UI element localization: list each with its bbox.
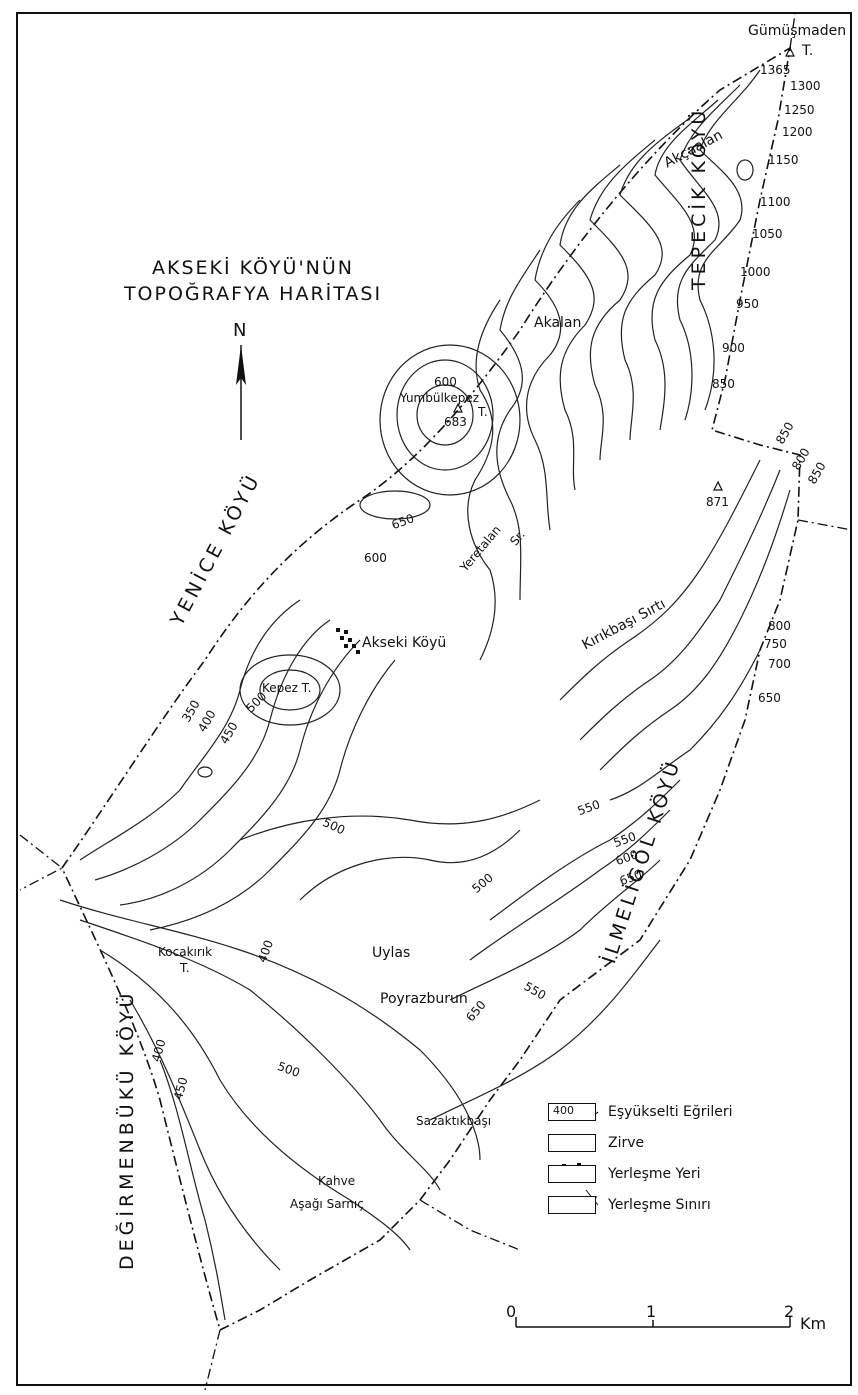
place-kocakirik-t: T. [180, 961, 190, 975]
scale-tick-1: 1 [646, 1302, 657, 1321]
summit-871: 871 [706, 495, 729, 509]
legend-box-settlement [548, 1165, 596, 1183]
boundary-south-2 [419, 1199, 521, 1251]
scale-unit: Km [800, 1314, 827, 1333]
contour-850-a: 850 [712, 377, 735, 391]
summit-markers [453, 46, 795, 491]
place-akseki: Akseki Köyü [362, 635, 447, 651]
summit-683: 683 [444, 415, 467, 429]
legend-text-settlement: Yerleşme Yeri [608, 1166, 701, 1182]
contour-1000: 1000 [740, 265, 771, 279]
legend-row-settlement: Yerleşme Yeri [548, 1162, 788, 1190]
boundary-ne [789, 13, 796, 49]
contour-750: 750 [764, 637, 787, 651]
place-kocakirik: Kocakırık [158, 945, 213, 959]
boundary-west [19, 834, 64, 891]
place-yumbulkepez-t: T. [478, 405, 488, 419]
contour-1150: 1150 [768, 153, 799, 167]
legend-text-boundary: Yerleşme Sınırı [608, 1197, 711, 1213]
contour-1200: 1200 [782, 125, 813, 139]
legend: 400 Eşyükselti Eğrileri Zirve Yerleşme Y… [548, 1100, 788, 1224]
boundary-south [204, 1329, 221, 1391]
contour-900: 900 [722, 341, 745, 355]
legend-contour-sample: 400 [553, 1104, 574, 1117]
north-arrow [236, 345, 246, 440]
contour-600-b: 600 [434, 375, 457, 389]
village-gumusmaden: Gümüşmaden [748, 23, 847, 39]
boundary-east [797, 519, 853, 531]
legend-row-summit: Zirve [548, 1131, 788, 1159]
contour-1100: 1100 [760, 195, 791, 209]
legend-box-contours: 400 [548, 1103, 596, 1121]
contour-1250: 1250 [784, 103, 815, 117]
contour-700: 700 [768, 657, 791, 671]
legend-box-boundary [548, 1196, 596, 1214]
place-poyrazburun: Poyrazburun [380, 991, 468, 1007]
contour-650-a: 650 [758, 691, 781, 705]
contour-800-b: 800 [768, 619, 791, 633]
place-sazaktikbasi: Sazaktıkbaşı [416, 1114, 492, 1128]
place-asagi-sarnic: Aşağı Sarnıç [290, 1197, 364, 1211]
map-title: AKSEKİ KÖYÜ'NÜN TOPOĞRAFYA HARİTASI [118, 255, 388, 307]
contour-1050: 1050 [752, 227, 783, 241]
title-line-1: AKSEKİ KÖYÜ'NÜN [151, 257, 355, 279]
contour-lines [59, 69, 791, 1321]
scale-tick-0: 0 [506, 1302, 517, 1321]
legend-text-summit: Zirve [608, 1135, 645, 1151]
summit-1365: 1365 [760, 63, 791, 77]
place-kahve: Kahve [318, 1174, 356, 1188]
legend-row-contours: 400 Eşyükselti Eğrileri [548, 1100, 788, 1128]
village-degirmenbuku: DEĞİRMENBÜKÜ KÖYÜ [116, 989, 138, 1270]
scale-bar [515, 1317, 791, 1328]
place-akalan: Akalan [534, 315, 582, 331]
village-gumusmaden-t: T. [802, 43, 814, 59]
place-kepez: Kepez T. [262, 681, 312, 695]
north-label: N [233, 320, 247, 341]
legend-text-contours: Eşyükselti Eğrileri [608, 1104, 733, 1120]
akseki-boundary [61, 46, 801, 1332]
contour-600-a: 600 [364, 551, 387, 565]
place-uylas: Uylas [372, 945, 411, 961]
contour-950: 950 [736, 297, 759, 311]
legend-box-summit [548, 1134, 596, 1152]
scale-tick-2: 2 [784, 1302, 795, 1321]
settlement-dots [336, 628, 360, 654]
place-yumbulkepez: Yumbülkepez [400, 391, 480, 405]
title-line-2: TOPOĞRAFYA HARİTASI [123, 283, 383, 305]
legend-row-boundary: Yerleşme Sınırı [548, 1193, 788, 1221]
contour-1300: 1300 [790, 79, 821, 93]
